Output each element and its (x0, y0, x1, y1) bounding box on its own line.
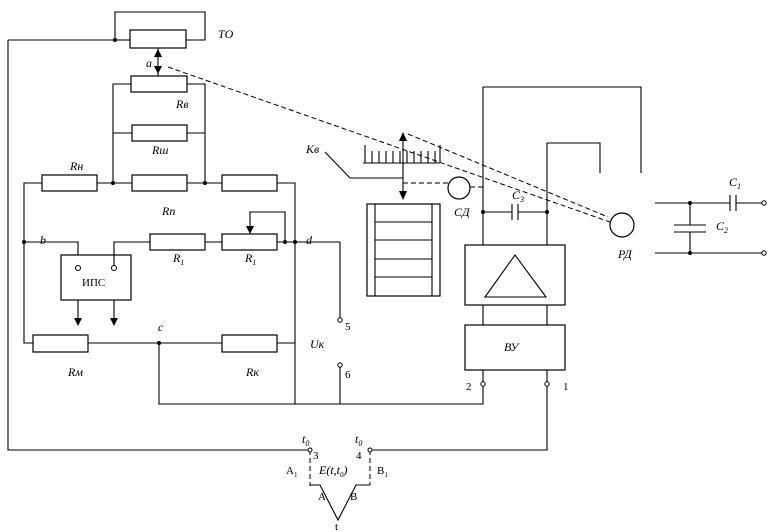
capacitor-c3 (511, 204, 519, 220)
wire-amp-left (482, 86, 642, 245)
label-rv: Rв (175, 97, 189, 111)
slider-r1-arrow (246, 211, 286, 242)
label-t0-left: t0 (302, 432, 309, 448)
ips-arrows (74, 300, 118, 326)
label-terminal-4: 4 (356, 450, 362, 462)
label-c3: C3 (512, 188, 524, 204)
label-ips: ИПС (82, 277, 105, 289)
slider-to-arrow (154, 48, 162, 75)
label-c1: C1 (729, 175, 741, 191)
label-node-d: d (306, 233, 313, 247)
label-rm: Rм (67, 365, 83, 379)
label-r1-left: R1 (172, 251, 184, 267)
label-c2: C2 (716, 219, 728, 235)
vu-block (464, 324, 566, 371)
resistor-rn (41, 174, 98, 192)
label-emf: E(t,t0) (318, 463, 348, 479)
resistor-rm (32, 334, 89, 353)
pointer-kv (399, 132, 407, 200)
label-rp: Rп (161, 204, 175, 218)
link-rd-scale (407, 133, 609, 218)
label-rsh: Rш (151, 143, 168, 157)
label-terminal-1: 1 (563, 381, 569, 393)
label-rk: Rк (245, 365, 259, 379)
label-node-b: b (40, 233, 46, 247)
thermocouple (309, 450, 371, 522)
ips-block (60, 254, 132, 301)
motor-sd (447, 176, 471, 200)
label-t0-right: t0 (355, 432, 362, 448)
resistor-r1-right (221, 233, 278, 251)
label-kv: Kв (305, 142, 319, 156)
label-terminal-6: 6 (345, 369, 351, 381)
amplifier-block (464, 244, 566, 306)
rheostat-to (8, 11, 206, 49)
label-r1-right: R1 (244, 251, 256, 267)
capacitor-c2 (674, 224, 706, 233)
capacitor-c1 (729, 195, 737, 211)
label-b1: B1 (377, 465, 388, 479)
resistor-rp (131, 174, 188, 192)
label-terminal-3: 3 (313, 450, 319, 462)
leader-kv (324, 151, 403, 179)
chart-tape (366, 203, 441, 297)
label-tc-t: t (335, 521, 338, 532)
resistor-r1-left (149, 233, 206, 251)
resistor-rv (130, 75, 188, 93)
resistor-rsh (131, 124, 188, 142)
wire-left-loop (7, 40, 310, 451)
label-node-a: a (146, 56, 152, 70)
label-rn: Rн (69, 159, 83, 173)
link-rd-slider-a (167, 66, 611, 223)
label-sd: СД (454, 205, 471, 219)
label-uk: Uк (310, 337, 325, 351)
label-vu: ВУ (504, 340, 520, 354)
resistor-rk (221, 334, 278, 353)
label-node-c: c (158, 320, 164, 334)
motor-rd (609, 212, 635, 238)
label-a1: A1 (286, 465, 298, 479)
label-tc-b: B (350, 491, 357, 503)
resistor-right-top (221, 174, 278, 192)
scale-kv (363, 145, 441, 164)
label-terminal-5: 5 (345, 321, 351, 333)
label-rd: РД (617, 247, 633, 261)
label-tc-a: A (318, 491, 326, 503)
wire-amp-right (546, 142, 601, 245)
label-terminal-2: 2 (466, 381, 472, 393)
label-to: ТО (218, 27, 234, 41)
